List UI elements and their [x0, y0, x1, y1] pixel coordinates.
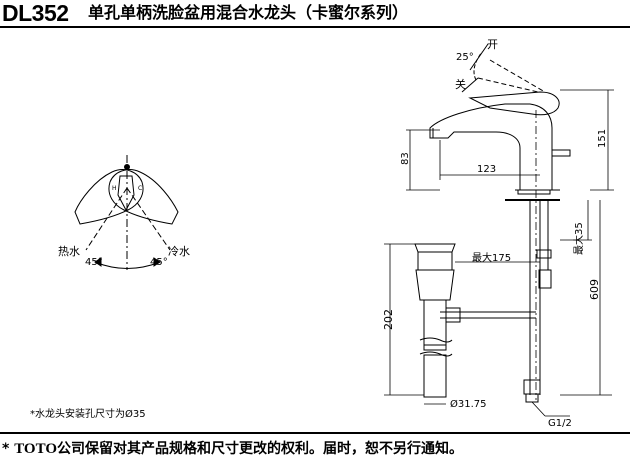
disclaimer: * TOTO公司保留对其产品规格和尺寸更改的权利。届时，恕不另行通知。	[2, 438, 463, 458]
handle-mark-h: H	[112, 185, 117, 192]
dim-spout-height: 83	[400, 152, 411, 165]
title-bar: DL352 单孔单柄洗脸盆用混合水龙头（卡蜜尔系列）	[0, 0, 630, 28]
faucet-side-view	[414, 43, 571, 403]
model-number: DL352	[2, 0, 69, 26]
dimension-lines	[384, 89, 614, 417]
angle-25: 25°	[456, 52, 474, 63]
angle-left: 45°	[85, 257, 103, 268]
disclaimer-star: *	[2, 441, 10, 457]
close-label: 关	[455, 77, 466, 91]
dim-max-175: 最大175	[472, 251, 511, 264]
dim-drain: 202	[382, 309, 395, 330]
hot-water-label: 热水	[58, 245, 80, 258]
top-view	[74, 155, 179, 270]
dim-total: 609	[588, 279, 601, 300]
dim-max-thickness: 最大35	[572, 222, 585, 255]
angle-right: 45°	[150, 257, 168, 268]
thread-size: G1/2	[548, 418, 572, 429]
disclaimer-text: 公司保留对其产品规格和尺寸更改的权利。届时，恕不另行通知。	[57, 441, 464, 457]
product-title: 单孔单柄洗脸盆用混合水龙头（卡蜜尔系列）	[88, 3, 409, 22]
open-label: 开	[487, 38, 498, 51]
brand-name: TOTO	[14, 441, 58, 457]
dim-body-height: 151	[597, 129, 608, 148]
cold-water-label: 冷水	[168, 245, 190, 258]
dim-spout-reach: 123	[477, 164, 496, 175]
technical-drawing: H C 热水 冷水 45° 45°	[30, 38, 614, 429]
install-note: *水龙头安装孔尺寸为Ø35	[30, 407, 146, 420]
dim-drain-diameter: Ø31.75	[450, 398, 487, 410]
handle-mark-c: C	[138, 185, 142, 192]
footer: * TOTO公司保留对其产品规格和尺寸更改的权利。届时，恕不另行通知。	[0, 432, 630, 458]
